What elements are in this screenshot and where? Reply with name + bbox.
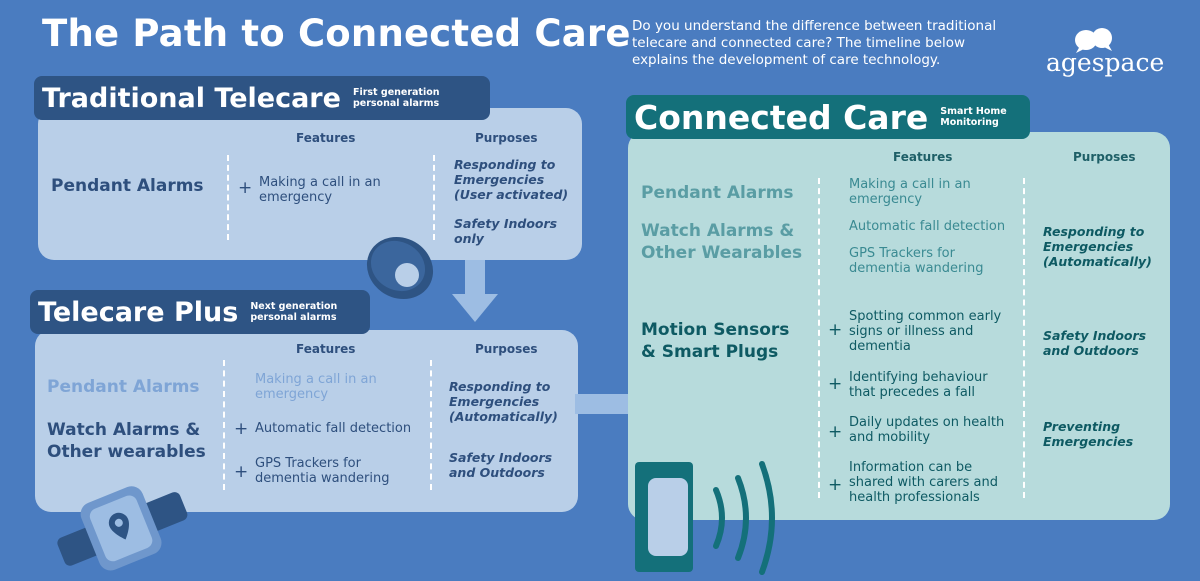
category-pendant-alarms: Pendant Alarms <box>47 377 200 397</box>
plus-icon: + <box>234 419 249 439</box>
intro-text: Do you understand the difference between… <box>632 18 997 68</box>
category-watch-alarms: Watch Alarms & Other wearables <box>47 420 206 462</box>
column-divider <box>227 155 229 240</box>
features-heading: Features <box>296 131 356 145</box>
speech-bubbles-icon <box>1075 28 1112 53</box>
page-title: The Path to Connected Care <box>42 12 631 55</box>
purpose-text: Responding to Emergencies (Automatically… <box>449 379 558 424</box>
plus-icon: + <box>828 422 843 442</box>
plus-icon: + <box>828 320 843 340</box>
connected-care-panel <box>628 132 1170 520</box>
plus-icon: + <box>234 462 249 482</box>
purpose-text: Preventing Emergencies <box>1043 419 1134 449</box>
plus-icon: + <box>828 374 843 394</box>
smartwatch-icon <box>57 486 188 571</box>
feature-text: Spotting common early signs or illness a… <box>849 309 1002 354</box>
purpose-text: Safety Indoors and Outdoors <box>449 450 553 480</box>
purpose-text: Safety Indoors and Outdoors <box>1043 328 1147 358</box>
telecare-plus-subtitle: Next generation personal alarms <box>250 301 338 323</box>
feature-text: Information can be shared with carers an… <box>849 460 999 505</box>
feature-text: Daily updates on health and mobility <box>849 415 1005 445</box>
feature-text: GPS Trackers for dementia wandering <box>849 246 984 276</box>
column-divider <box>223 360 225 490</box>
logo-text: agespace <box>1046 48 1165 77</box>
feature-text: Making a call in an emergency <box>849 177 971 207</box>
feature-text: Identifying behaviour that precedes a fa… <box>849 370 988 400</box>
traditional-telecare-banner: Traditional Telecare First generation pe… <box>34 76 490 120</box>
purposes-heading: Purposes <box>1073 150 1136 164</box>
category-watch-alarms: Watch Alarms & Other Wearables <box>641 221 803 263</box>
purpose-text: Responding to Emergencies (Automatically… <box>1043 224 1152 269</box>
features-heading: Features <box>893 150 953 164</box>
column-divider <box>433 155 435 240</box>
smart-sensor-icon <box>635 461 775 575</box>
arrow-down-icon <box>452 260 498 322</box>
category-pendant-alarms: Pendant Alarms <box>51 176 204 196</box>
column-divider <box>1023 178 1025 498</box>
feature-text: GPS Trackers for dementia wandering <box>255 456 390 486</box>
purpose-text: Safety Indoors only <box>454 216 558 246</box>
category-pendant-alarms: Pendant Alarms <box>641 183 794 203</box>
purposes-heading: Purposes <box>475 342 538 356</box>
pendant-alarm-icon <box>366 236 434 300</box>
telecare-plus-banner: Telecare Plus Next generation personal a… <box>30 290 370 334</box>
telecare-plus-panel <box>35 330 578 512</box>
feature-text: Automatic fall detection <box>849 219 1006 234</box>
feature-text: Making a call in an emergency <box>255 372 377 402</box>
plus-icon: + <box>828 475 843 495</box>
agespace-logo: agespace <box>1042 26 1165 78</box>
features-heading: Features <box>296 342 356 356</box>
traditional-telecare-title: Traditional Telecare <box>42 82 341 114</box>
telecare-plus-title: Telecare Plus <box>38 296 239 328</box>
connected-care-title: Connected Care <box>634 97 929 137</box>
feature-text: Automatic fall detection <box>255 421 412 436</box>
traditional-telecare-panel <box>38 108 582 260</box>
plus-icon: + <box>238 178 253 198</box>
connected-care-banner: Connected Care Smart Home Monitoring <box>626 95 1030 139</box>
connected-care-subtitle: Smart Home Monitoring <box>940 106 1007 128</box>
category-motion-sensors: Motion Sensors & Smart Plugs <box>641 320 790 362</box>
purposes-heading: Purposes <box>475 131 538 145</box>
column-divider <box>430 360 432 490</box>
purpose-text: Responding to Emergencies (User activate… <box>454 157 569 202</box>
traditional-telecare-subtitle: First generation personal alarms <box>352 87 440 109</box>
feature-text: Making a call in an emergency <box>259 175 381 205</box>
column-divider <box>818 178 820 498</box>
